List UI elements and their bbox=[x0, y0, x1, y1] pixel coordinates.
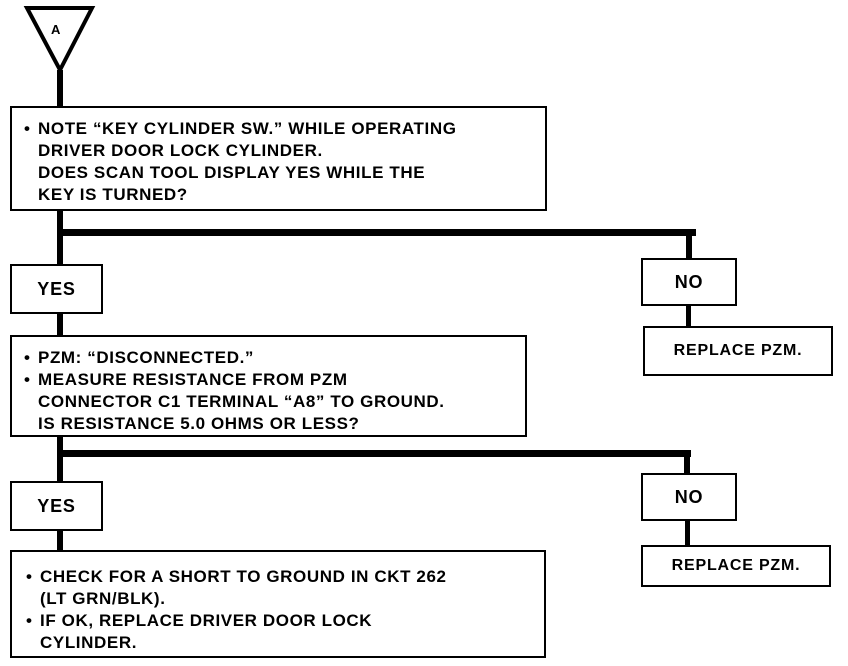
step2-text-2: MEASURE RESISTANCE FROM PZM bbox=[38, 370, 348, 389]
line-connector-to-step1 bbox=[57, 70, 63, 108]
line-branch2-no-down bbox=[684, 450, 690, 474]
bullet bbox=[26, 588, 40, 610]
branch2-no-box: NO bbox=[641, 473, 737, 521]
step2-line-2: • MEASURE RESISTANCE FROM PZM bbox=[24, 369, 517, 391]
step3-text-3: IF OK, REPLACE DRIVER DOOR LOCK bbox=[40, 611, 373, 630]
line-yes1-to-step2 bbox=[57, 313, 63, 337]
line-branch2-horizontal bbox=[57, 450, 691, 457]
step1-text-2: DRIVER DOOR LOCK CYLINDER. bbox=[38, 141, 323, 160]
step3-text-1: CHECK FOR A SHORT TO GROUND IN CKT 262 bbox=[40, 567, 447, 586]
step2-text-3: CONNECTOR C1 TERMINAL “A8” TO GROUND. bbox=[38, 392, 445, 411]
step2-line-1: • PZM: “DISCONNECTED.” bbox=[24, 347, 517, 369]
step2-text-4: IS RESISTANCE 5.0 OHMS OR LESS? bbox=[38, 414, 360, 433]
step1-text-3: DOES SCAN TOOL DISPLAY YES WHILE THE bbox=[38, 163, 426, 182]
step1-box: • NOTE “KEY CYLINDER SW.” WHILE OPERATING… bbox=[10, 106, 547, 211]
bullet: • bbox=[24, 370, 31, 389]
line-no1-to-replace bbox=[686, 305, 691, 327]
branch1-no-box: NO bbox=[641, 258, 737, 306]
bullet: • bbox=[24, 119, 31, 138]
step3-text-4: CYLINDER. bbox=[40, 633, 138, 652]
step1-text-4: KEY IS TURNED? bbox=[38, 185, 188, 204]
connector-triangle-shape bbox=[23, 6, 96, 75]
step3-line-3: • IF OK, REPLACE DRIVER DOOR LOCK bbox=[26, 610, 536, 632]
step3-line-2: (LT GRN/BLK). bbox=[26, 588, 536, 610]
bullet bbox=[24, 391, 38, 413]
step2-line-4: IS RESISTANCE 5.0 OHMS OR LESS? bbox=[24, 413, 517, 435]
step2-line-3: CONNECTOR C1 TERMINAL “A8” TO GROUND. bbox=[24, 391, 517, 413]
line-step1-down bbox=[57, 210, 63, 265]
bullet bbox=[24, 184, 38, 206]
branch1-yes-box: YES bbox=[10, 264, 103, 314]
step1-line-1: • NOTE “KEY CYLINDER SW.” WHILE OPERATING bbox=[24, 118, 537, 140]
step3-box: •CHECK FOR A SHORT TO GROUND IN CKT 262 … bbox=[10, 550, 546, 658]
line-branch1-horizontal bbox=[57, 229, 696, 236]
bullet bbox=[24, 413, 38, 435]
step1-text-1: NOTE “KEY CYLINDER SW.” WHILE OPERATING bbox=[38, 119, 457, 138]
step3-line-4: CYLINDER. bbox=[26, 632, 536, 654]
bullet: • bbox=[24, 348, 31, 367]
step2-box: • PZM: “DISCONNECTED.” • MEASURE RESISTANC… bbox=[10, 335, 527, 437]
connector-label: A bbox=[51, 22, 61, 37]
step1-line-2: DRIVER DOOR LOCK CYLINDER. bbox=[24, 140, 537, 162]
step1-line-4: KEY IS TURNED? bbox=[24, 184, 537, 206]
bullet bbox=[26, 632, 40, 654]
bullet bbox=[24, 162, 38, 184]
step1-line-3: DOES SCAN TOOL DISPLAY YES WHILE THE bbox=[24, 162, 537, 184]
step2-text-1: PZM: “DISCONNECTED.” bbox=[38, 348, 254, 367]
step3-line-1: • CHECK FOR A SHORT TO GROUND IN CKT 262 bbox=[26, 566, 536, 588]
bullet bbox=[24, 140, 38, 162]
step3-text-2: (LT GRN/BLK). bbox=[40, 589, 166, 608]
bullet: • bbox=[26, 567, 33, 586]
line-no2-to-replace bbox=[685, 520, 690, 546]
branch2-replace-box: REPLACE PZM. bbox=[641, 545, 831, 587]
branch1-replace-box: REPLACE PZM. bbox=[643, 326, 833, 376]
line-step2-down bbox=[57, 436, 63, 482]
branch2-yes-box: YES bbox=[10, 481, 103, 531]
line-yes2-to-step3 bbox=[57, 530, 63, 552]
bullet: • bbox=[26, 611, 33, 630]
line-branch1-no-down bbox=[686, 229, 692, 259]
